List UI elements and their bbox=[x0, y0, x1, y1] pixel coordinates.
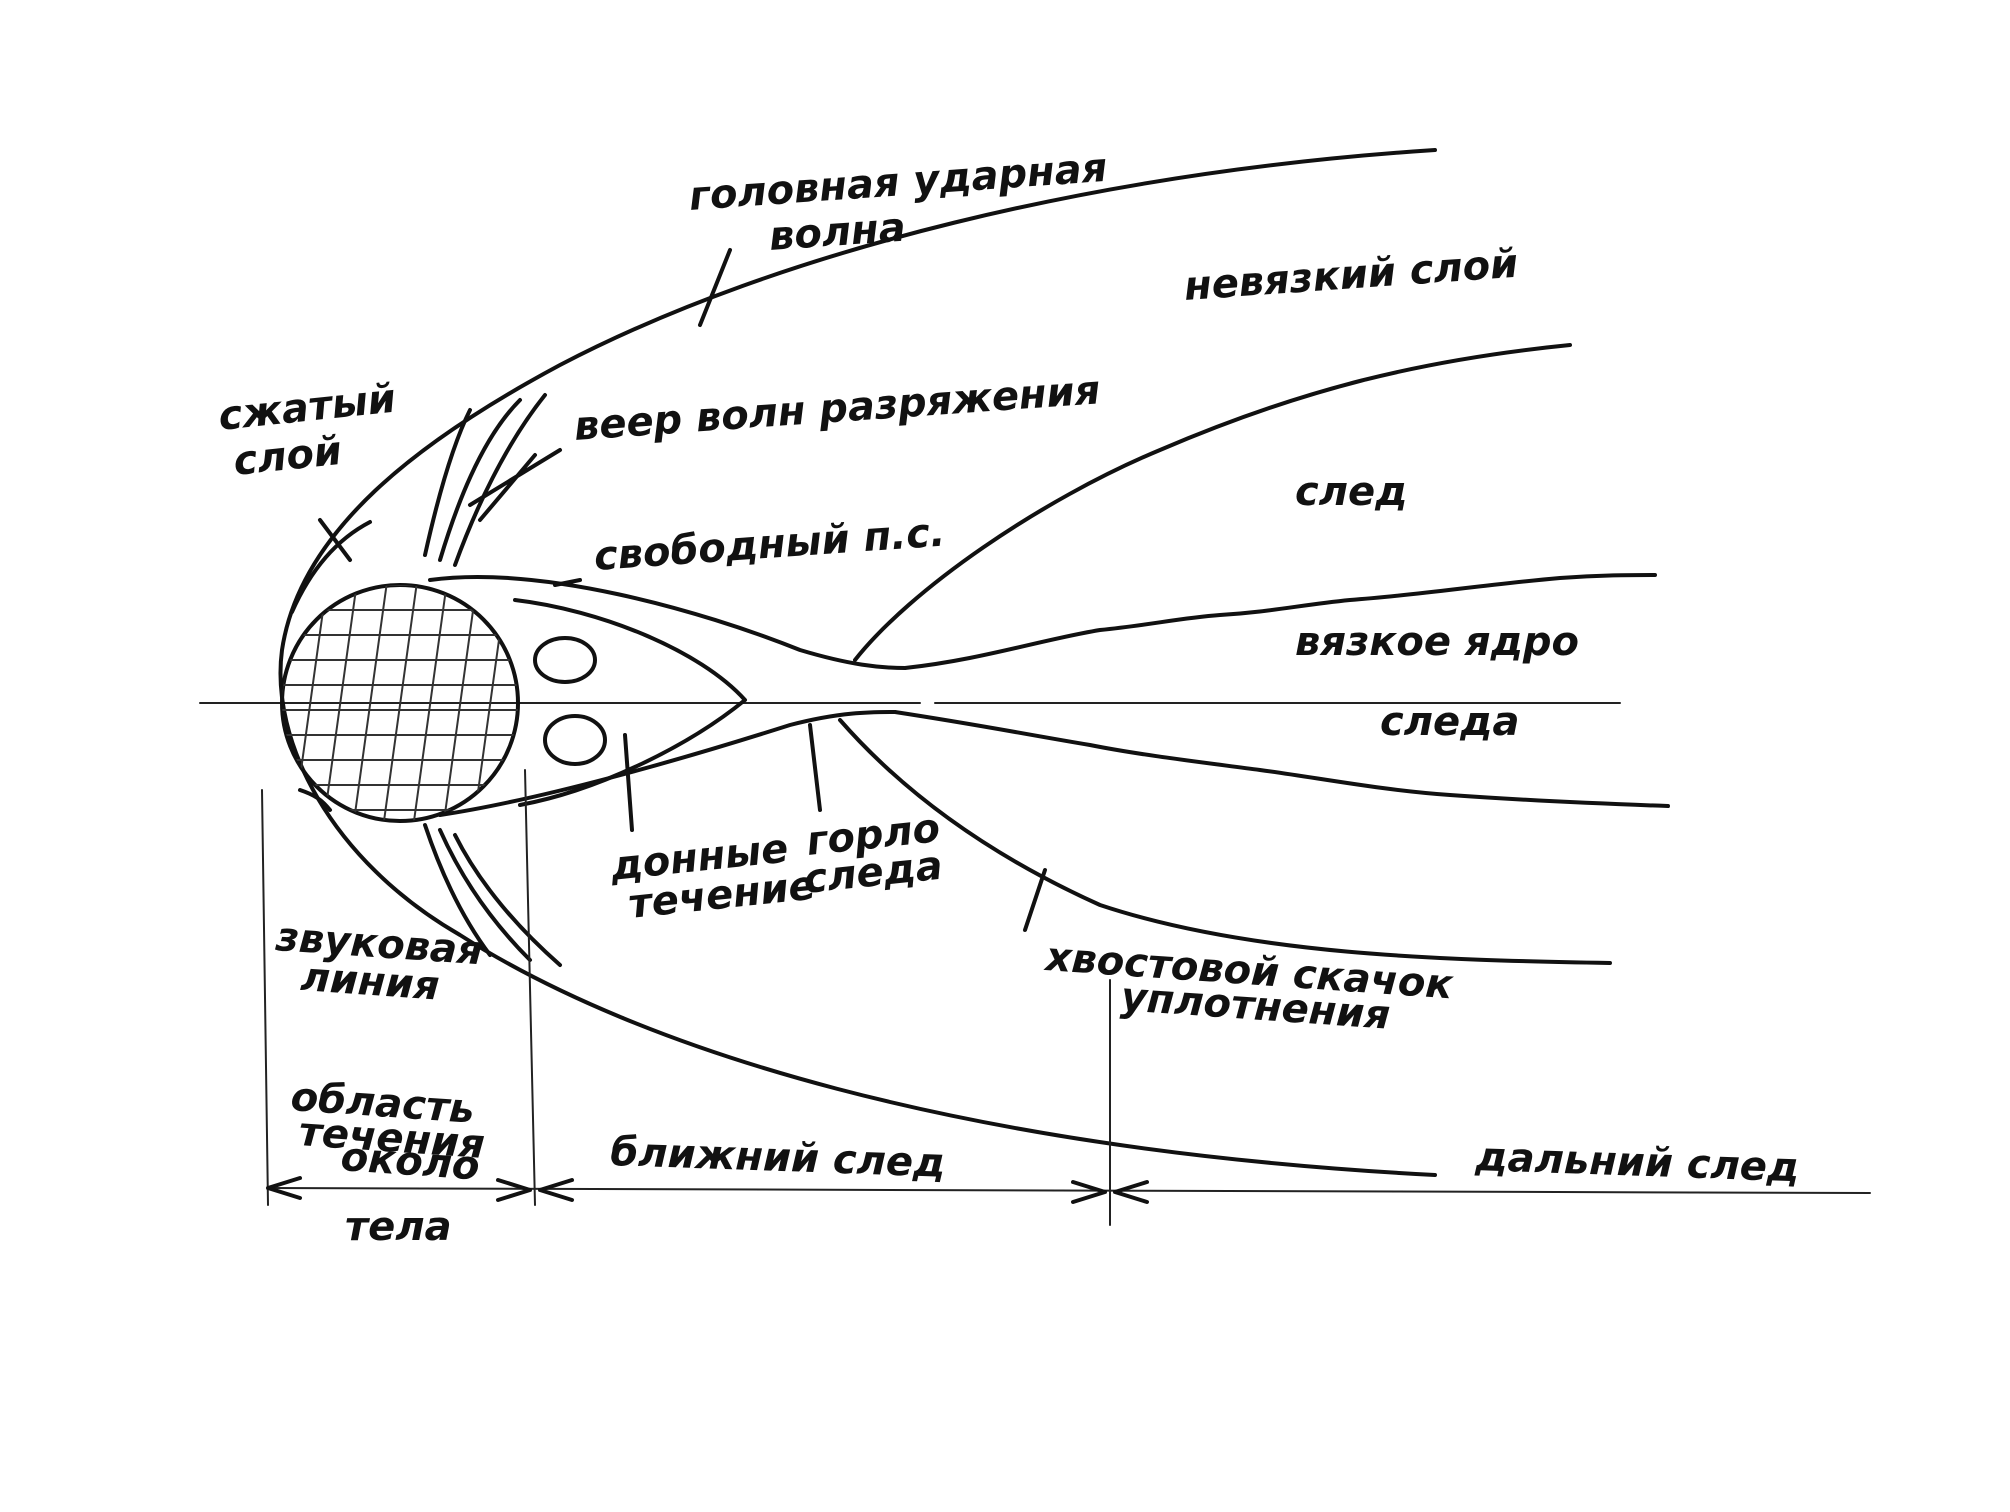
viscous-core-upper bbox=[903, 573, 1657, 670]
bow-shock-label-line2: волна bbox=[767, 205, 907, 260]
free-shear-layer-upper bbox=[428, 575, 907, 670]
far-wake-label: дальний след bbox=[1474, 1134, 1800, 1191]
free-shear-layer-label: свободный п.с. bbox=[592, 510, 946, 580]
free-shear-layer-pointer bbox=[553, 578, 582, 587]
dimension-arrows bbox=[266, 1176, 1149, 1204]
expansion-fan-lower bbox=[423, 823, 562, 967]
near-wake-label: ближний след bbox=[610, 1129, 947, 1187]
body-hatching bbox=[282, 585, 518, 821]
wake-label: след bbox=[1295, 469, 1407, 515]
viscous-core-label-line1: вязкое ядро bbox=[1295, 619, 1579, 665]
near-body-region-label-line4: тела bbox=[345, 1204, 452, 1250]
expansion-fan-label: веер волн разряжения bbox=[572, 367, 1101, 450]
sonic-line bbox=[290, 520, 372, 614]
compressed-layer-pointer bbox=[318, 518, 352, 562]
viscous-core-lower bbox=[893, 710, 1670, 808]
compressed-layer-label-line2: слой bbox=[231, 428, 344, 485]
near-body-region-label-line3: около bbox=[339, 1134, 481, 1190]
sonic-line-lower bbox=[298, 788, 332, 812]
recirculation-bubble-lower bbox=[543, 714, 607, 766]
recirculation-boundary bbox=[513, 598, 747, 807]
viscous-core-label-line2: следа bbox=[1380, 699, 1519, 745]
wake-throat-pointer bbox=[808, 723, 822, 812]
sonic-line-label-line2: линия bbox=[299, 954, 441, 1010]
expansion-fan-upper bbox=[423, 393, 547, 567]
bow-shock-pointer bbox=[698, 248, 732, 327]
wake-boundary-upper bbox=[853, 343, 1572, 662]
wake-boundary-lower bbox=[838, 718, 1612, 965]
bow-shock-line bbox=[278, 148, 1437, 1177]
expansion-fan-pointer bbox=[468, 448, 562, 522]
tail-shock-pointer bbox=[1023, 868, 1047, 932]
inviscid-layer-label: невязкий слой bbox=[1182, 241, 1519, 310]
region-boundary-left bbox=[261, 789, 269, 1206]
recirculation-bubble-upper bbox=[533, 636, 597, 684]
base-flow-pointer bbox=[623, 733, 634, 832]
free-shear-layer-lower bbox=[438, 710, 897, 817]
region-dimension-line bbox=[267, 1187, 1871, 1194]
region-boundary-body bbox=[524, 769, 536, 1206]
